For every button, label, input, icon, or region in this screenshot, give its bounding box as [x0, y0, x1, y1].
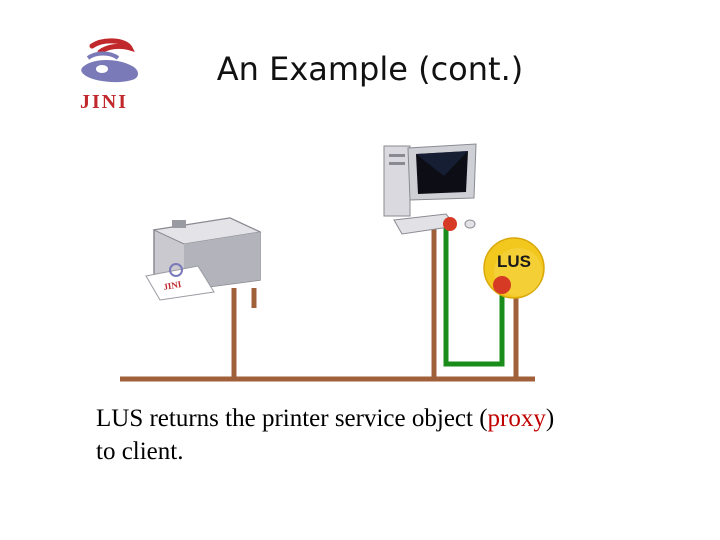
logo-lamp-eye — [96, 65, 108, 73]
logo-genie-swirl — [92, 41, 130, 52]
printer-icon: JINI — [146, 218, 260, 300]
slide-title: An Example (cont.) — [150, 50, 590, 88]
caption-line-2: to client. — [96, 438, 183, 465]
lus-node: LUS — [484, 238, 544, 298]
logo-text: JINI — [80, 91, 128, 113]
lus-proxy-dot — [493, 276, 511, 294]
logo-lamp-top — [88, 54, 118, 59]
computer-mouse — [465, 220, 475, 228]
slide-caption: LUS returns the printer service object (… — [96, 402, 656, 468]
caption-text-start: LUS returns the printer service object ( — [96, 405, 488, 432]
caption-text-end: ) — [546, 405, 554, 432]
client-proxy-dot — [443, 217, 457, 231]
lus-label: LUS — [497, 252, 531, 271]
logo-genie-body — [81, 60, 138, 82]
client-computer-icon — [384, 144, 476, 234]
jini-logo: JINI — [74, 36, 154, 118]
network-diagram: JINI LUS — [110, 140, 560, 390]
caption-highlight-proxy: proxy — [488, 405, 546, 432]
